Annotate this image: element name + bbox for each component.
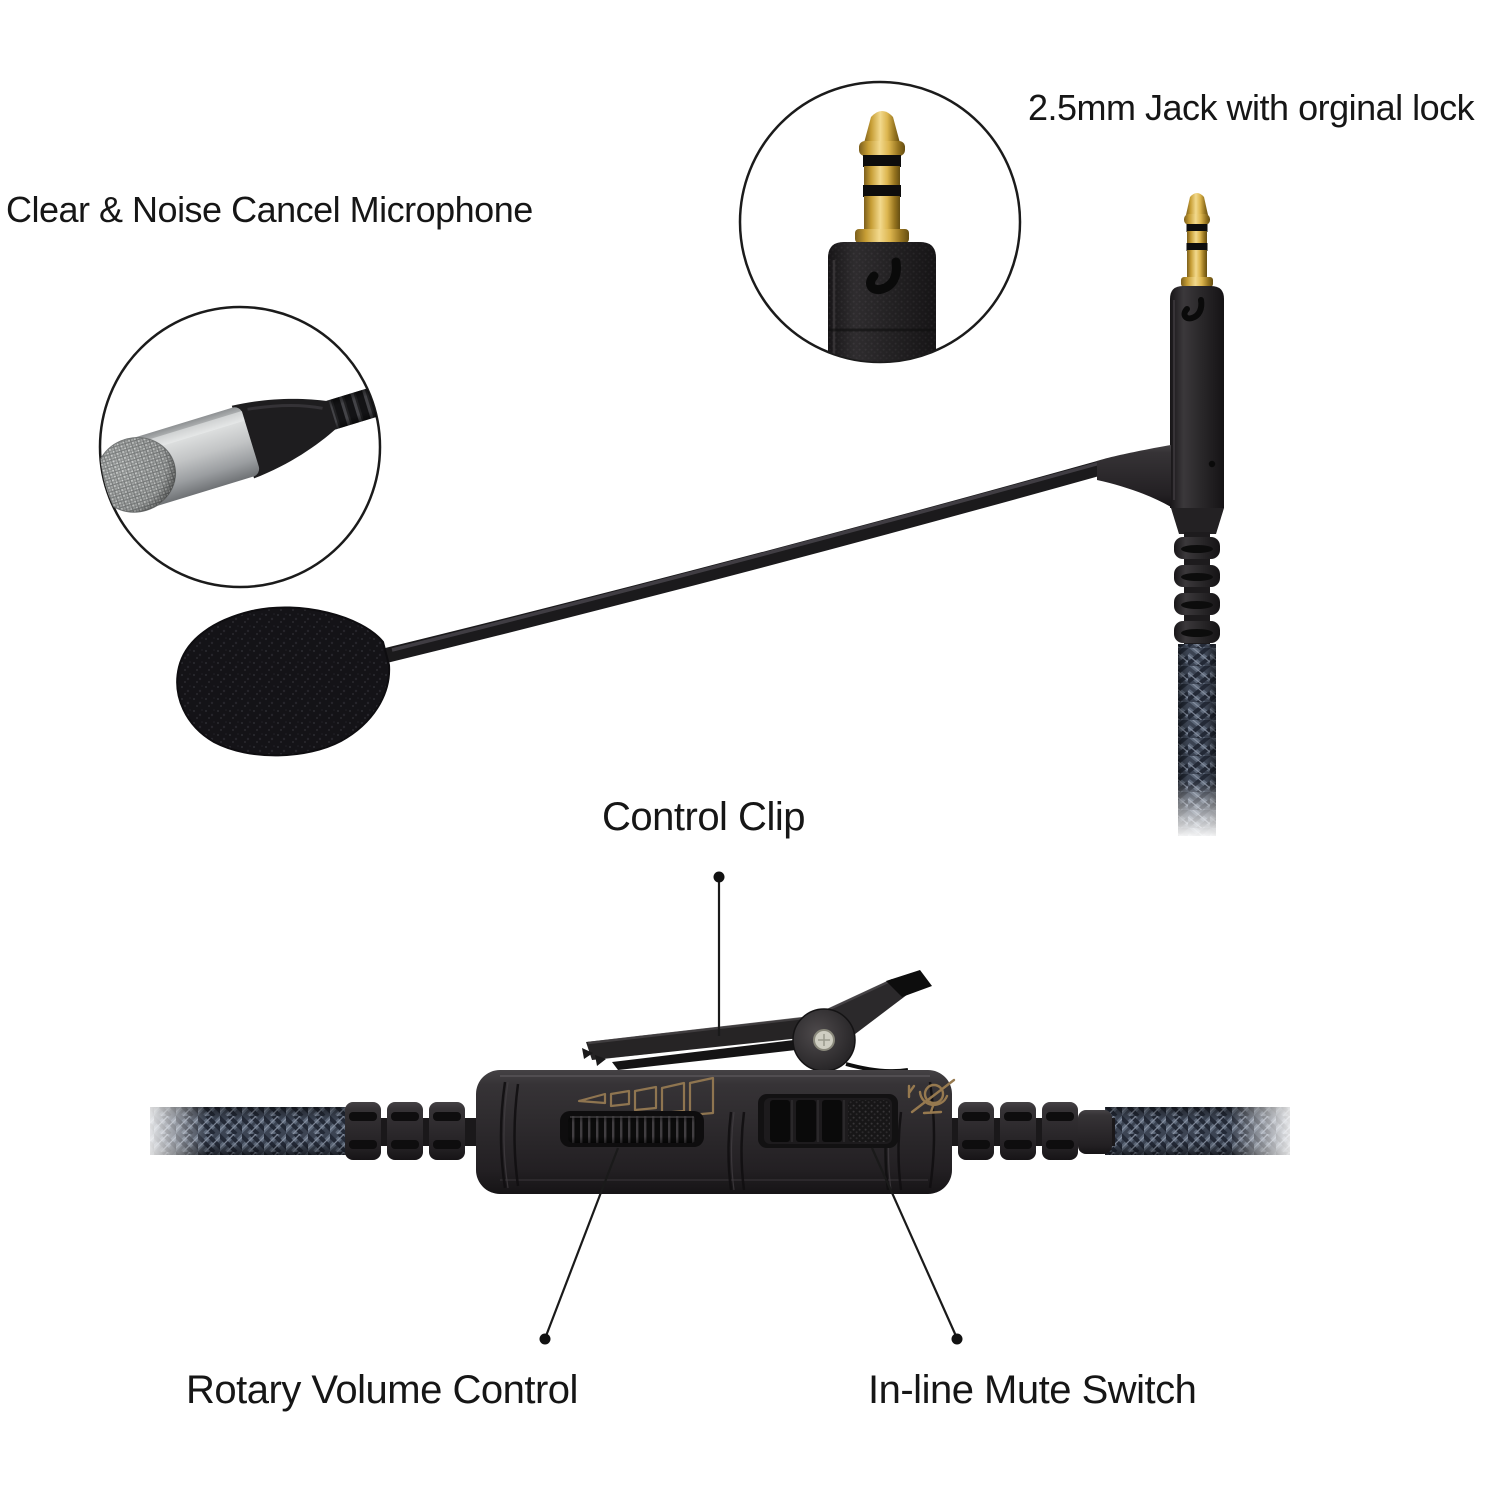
mute-leader-line	[870, 1147, 958, 1337]
microphone-inset	[98, 305, 382, 589]
boom-arm	[380, 460, 1108, 663]
mic-rubber-boot	[231, 398, 337, 479]
jack-annotation: 2.5mm Jack with orginal lock	[1028, 87, 1475, 128]
mute-annotation: In-line Mute Switch	[868, 1368, 1197, 1412]
control-clip	[582, 970, 932, 1074]
volume-annotation: Rotary Volume Control	[186, 1368, 578, 1412]
control-body	[476, 1070, 956, 1194]
mute-switch-grip	[848, 1100, 890, 1142]
jack-inset	[738, 80, 1022, 364]
leader-dots	[539, 871, 963, 1345]
jack-plug	[1181, 193, 1213, 287]
volume-leader-line	[544, 1147, 620, 1337]
jack-cable	[1178, 644, 1216, 836]
control-clip-annotation: Control Clip	[602, 795, 805, 839]
boom-junction	[1097, 445, 1171, 507]
lock-groove	[1181, 297, 1205, 322]
mic-mute-icon	[907, 1078, 956, 1115]
lock-groove	[866, 257, 901, 295]
clip-teeth	[582, 1048, 606, 1066]
left-cable	[150, 1107, 350, 1155]
microphone-annotation: Clear & Noise Cancel Microphone	[6, 189, 533, 230]
volume-wheel	[560, 1111, 704, 1147]
foam-windscreen	[176, 606, 391, 757]
right-cable	[1105, 1107, 1290, 1155]
jack-body	[1097, 286, 1224, 534]
jack-inset-plug	[828, 111, 936, 362]
right-strain-relief	[950, 1102, 1115, 1160]
left-strain-relief	[345, 1102, 480, 1160]
volume-level-bars-icon	[577, 1076, 715, 1117]
inline-control-unit	[150, 970, 1290, 1194]
leader-lines	[544, 879, 958, 1337]
jack-strain-relief	[1174, 532, 1220, 650]
boom-arm-highlight	[391, 461, 1101, 652]
boom-microphone-assembly	[176, 193, 1224, 836]
mute-switch	[758, 1094, 898, 1148]
